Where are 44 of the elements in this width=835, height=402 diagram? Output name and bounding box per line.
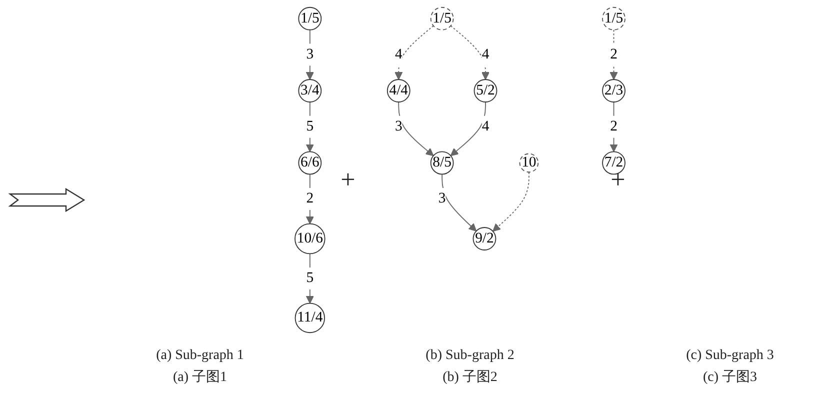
edge-label: 2	[610, 46, 618, 62]
arrow	[450, 102, 486, 156]
edge-label: 2	[610, 118, 618, 134]
node-circle: 1/5	[602, 6, 626, 30]
edge-label: 5	[306, 118, 314, 134]
edge-label: 3	[438, 190, 446, 206]
caption-text: (c) 子图3	[702, 369, 758, 386]
node-circle: 6/6	[298, 151, 322, 175]
edge-label: 4	[394, 46, 402, 62]
edge-label: 4	[482, 46, 490, 62]
arrow	[394, 25, 434, 80]
caption-text: (b) 子图2	[442, 369, 498, 386]
node-circle: 9/2	[472, 227, 496, 250]
node-circle: 5/2	[474, 79, 498, 102]
arrow	[610, 29, 618, 80]
edge-label: 3	[394, 118, 402, 134]
caption-text: (a) 子图1	[172, 369, 228, 386]
arrow	[442, 174, 477, 232]
node-circle: 10	[519, 153, 539, 173]
node-circle: 8/5	[430, 151, 454, 175]
plus-sign: +	[340, 165, 356, 195]
node-circle: 7/2	[602, 151, 626, 175]
node-circle: 3/4	[298, 79, 322, 102]
node-circle: 4/4	[386, 79, 410, 102]
arrow	[450, 25, 490, 80]
node-circle: 2/3	[602, 79, 626, 102]
caption-text: (b) Sub-graph 2	[426, 348, 514, 364]
arrow	[306, 174, 314, 224]
arrow	[306, 253, 314, 304]
node-circle: 1/5	[298, 6, 322, 30]
node-circle: 10/6	[294, 223, 326, 254]
arrow	[492, 172, 530, 232]
arrow	[398, 102, 434, 156]
node-circle: 11/4	[294, 302, 326, 334]
edge-label: 3	[306, 46, 314, 62]
edge-label: 4	[482, 118, 490, 134]
caption-text: (c) Sub-graph 3	[686, 348, 774, 364]
arrow	[610, 102, 618, 152]
node-circle: 1/5	[430, 6, 454, 30]
arrow	[306, 29, 314, 80]
caption-text: (a) Sub-graph 1	[156, 348, 244, 364]
edge-label: 2	[306, 190, 314, 206]
arrow	[306, 102, 314, 152]
edge-label: 5	[306, 270, 314, 286]
